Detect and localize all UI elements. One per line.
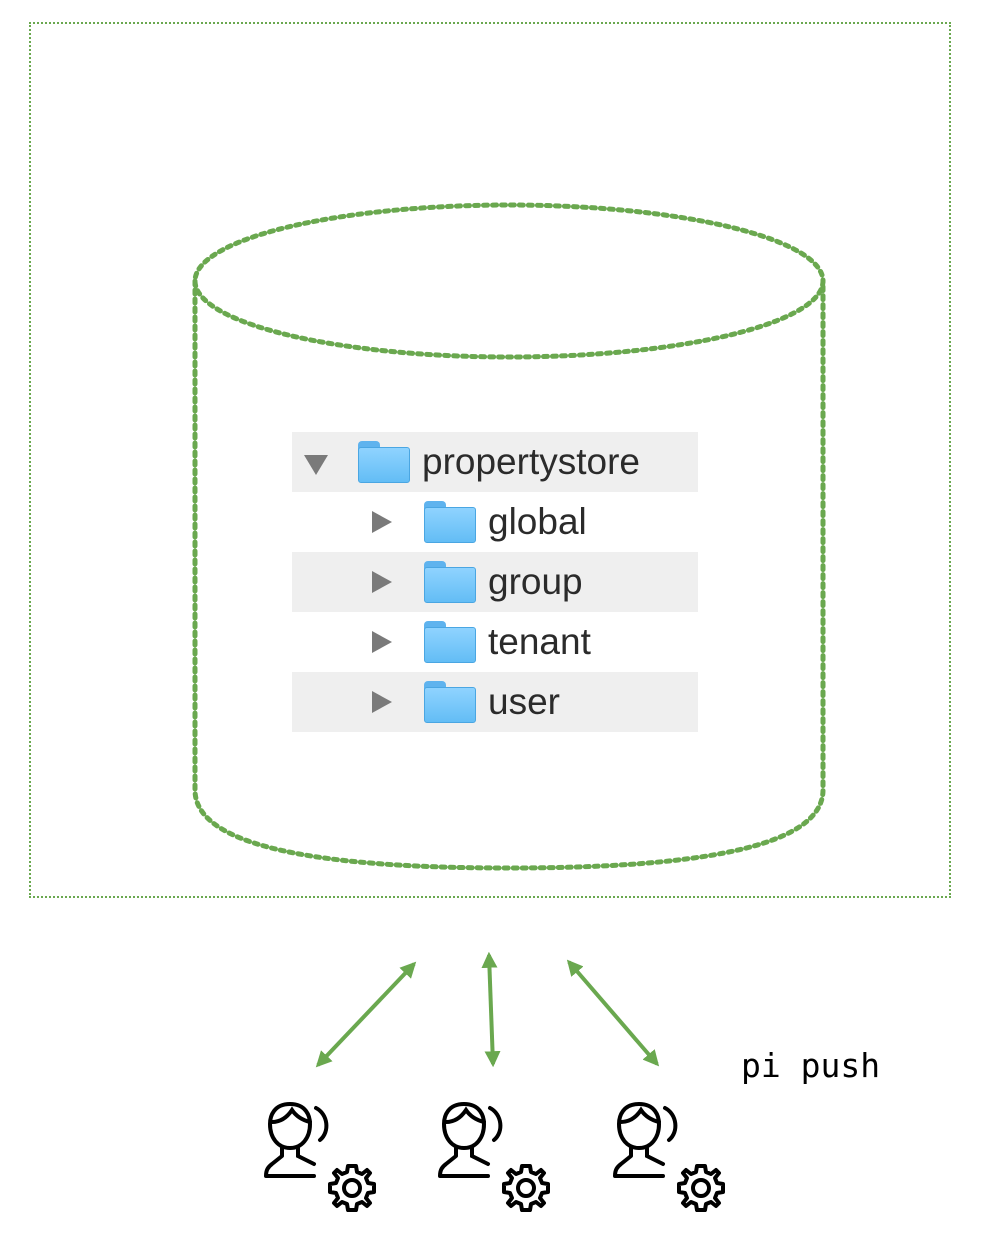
disclosure-triangle-collapsed-icon[interactable] xyxy=(372,511,392,533)
user-settings-icon xyxy=(264,1102,376,1212)
tree-row-user[interactable]: user xyxy=(292,672,698,732)
outer-boundary-frame xyxy=(29,22,951,898)
annotation-label: pi push xyxy=(741,1046,881,1085)
tree-root-label: propertystore xyxy=(422,441,640,482)
folder-icon xyxy=(424,621,476,663)
folder-icon xyxy=(358,441,410,483)
disclosure-triangle-expanded-icon[interactable] xyxy=(304,455,328,475)
tree-item-label: group xyxy=(488,561,583,602)
disclosure-triangle-collapsed-icon[interactable] xyxy=(372,571,392,593)
disclosure-triangle-collapsed-icon[interactable] xyxy=(372,631,392,653)
user-settings-icon xyxy=(438,1102,550,1212)
tree-item-label: user xyxy=(488,681,560,722)
folder-tree: propertystore global group tenant xyxy=(292,432,698,732)
tree-item-label: global xyxy=(488,501,587,542)
cylinder-body-outline xyxy=(192,278,826,871)
tree-row-global[interactable]: global xyxy=(292,492,698,552)
tree-item-label: tenant xyxy=(488,621,591,662)
tree-row-group[interactable]: group xyxy=(292,552,698,612)
user-settings-icon xyxy=(613,1102,725,1212)
tree-row-root[interactable]: propertystore xyxy=(292,432,698,492)
folder-icon xyxy=(424,681,476,723)
bidirectional-arrow-center xyxy=(481,951,501,1068)
bidirectional-arrow-left xyxy=(315,961,417,1068)
tree-row-tenant[interactable]: tenant xyxy=(292,612,698,672)
bidirectional-arrow-right xyxy=(566,959,660,1067)
folder-icon xyxy=(424,501,476,543)
folder-icon xyxy=(424,561,476,603)
disclosure-triangle-collapsed-icon[interactable] xyxy=(372,691,392,713)
